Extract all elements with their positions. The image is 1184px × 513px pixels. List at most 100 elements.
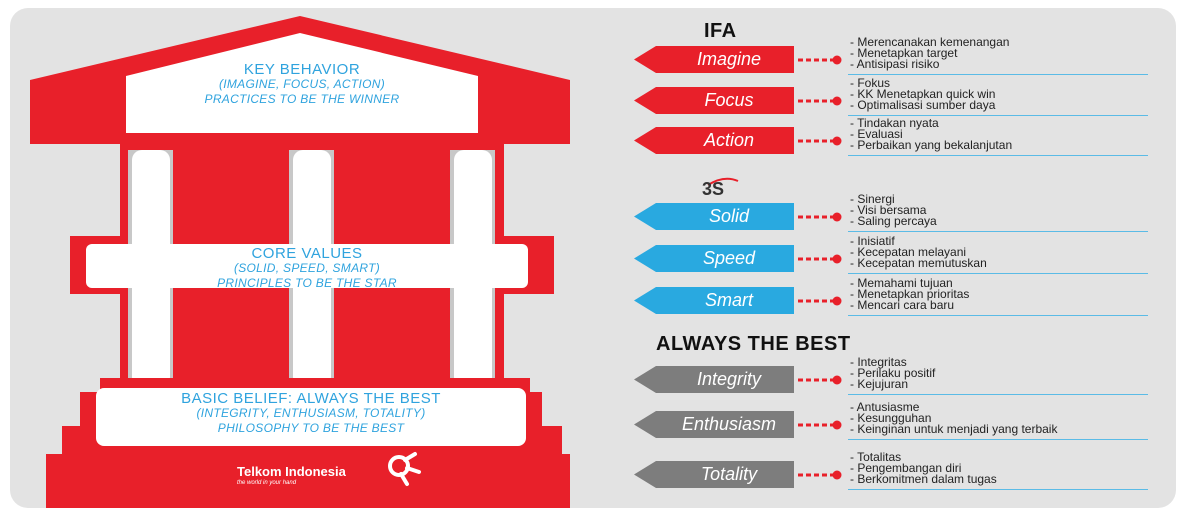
tab-arrow-action xyxy=(634,127,794,154)
description-imagine: - Merencanakan kemenangan- Menetapkan ta… xyxy=(850,35,1010,71)
connector-shape-totality xyxy=(798,470,842,479)
telkom-logo-icon xyxy=(388,452,421,486)
temple-step-4 xyxy=(46,454,570,508)
description-point: - Antusiasme xyxy=(850,400,920,414)
tab-shape-action xyxy=(634,127,794,154)
connector-dot-integrity xyxy=(832,375,842,384)
divider xyxy=(848,315,1148,316)
connector-dot-action xyxy=(832,136,842,145)
description-point: - Kecepatan memutuskan xyxy=(850,256,987,270)
connector-focus xyxy=(798,96,842,106)
description-point: - Saling percaya xyxy=(850,214,937,228)
connector-shape-smart xyxy=(798,296,842,305)
tab-arrow-enthusiasm xyxy=(634,411,794,438)
key-behavior-title: KEY BEHAVIOR xyxy=(243,61,361,78)
tab-label-totality: Totality xyxy=(700,464,758,484)
description-point: - Fokus xyxy=(850,76,891,90)
threes-logo-icon xyxy=(707,177,739,186)
connector-dot-speed xyxy=(832,254,842,263)
connector-action xyxy=(798,136,842,146)
core-values-line2: PRINCIPLES TO BE THE STAR xyxy=(217,276,397,290)
tab-shape-imagine xyxy=(634,46,794,73)
connector-imagine xyxy=(798,55,842,65)
tab-arrow-totality xyxy=(634,461,794,488)
description-point: - Merencanakan kemenangan xyxy=(850,35,1010,49)
description-point: - Sinergi xyxy=(850,192,895,206)
basic-belief-band xyxy=(96,388,526,446)
connector-dot-smart xyxy=(832,296,842,305)
description-point: - Mencari cara baru xyxy=(850,298,955,312)
connector-dot-imagine xyxy=(832,55,842,64)
tab-arrow-imagine xyxy=(634,46,794,73)
tab-arrow-focus xyxy=(634,87,794,114)
temple-pediment xyxy=(126,33,478,133)
description-point: - Integritas xyxy=(850,355,907,369)
description-point: - Tindakan nyata xyxy=(850,116,939,130)
connector-shape-focus xyxy=(798,96,842,105)
basic-belief-line2: PHILOSOPHY TO BE THE BEST xyxy=(217,421,405,435)
tab-shape-solid xyxy=(634,203,794,230)
connector-solid xyxy=(798,212,842,222)
description-focus: - Fokus- KK Menetapkan quick win- Optima… xyxy=(850,76,996,111)
tab-shape-totality xyxy=(634,461,794,488)
connector-dot-solid xyxy=(832,212,842,221)
connector-integrity xyxy=(798,375,842,385)
divider xyxy=(848,155,1148,156)
temple-diagram: KEY BEHAVIOR (IMAGINE, FOCUS, ACTION) PR… xyxy=(10,8,570,508)
tab-label-smart: Smart xyxy=(704,290,753,310)
tab-arrow-smart xyxy=(634,287,794,314)
connector-dot-focus xyxy=(832,96,842,105)
description-point: - Kesungguhan xyxy=(850,411,932,425)
connector-shape-action xyxy=(798,136,842,145)
temple-shape xyxy=(30,16,570,508)
description-point: - Evaluasi xyxy=(850,127,903,141)
description-point: - Memahami tujuan xyxy=(850,276,953,290)
atb-heading: ALWAYS THE BEST xyxy=(656,333,851,355)
description-point: - Pengembangan diri xyxy=(850,461,962,475)
brand-tagline: the world in your hand xyxy=(237,480,297,486)
tab-shape-enthusiasm xyxy=(634,411,794,438)
tab-speed: Speed xyxy=(634,245,794,272)
tab-label-focus: Focus xyxy=(704,90,754,110)
connector-totality xyxy=(798,470,842,480)
description-smart: - Memahami tujuan- Menetapkan prioritas-… xyxy=(850,276,970,312)
divider xyxy=(848,273,1148,274)
connector-dot-enthusiasm xyxy=(832,420,842,429)
brand-name: Telkom Indonesia xyxy=(237,464,346,479)
description-point: - Antisipasi risiko xyxy=(850,57,940,71)
description-point: - Kejujuran xyxy=(850,377,909,391)
tab-imagine: Imagine xyxy=(634,46,794,73)
tab-shape-speed xyxy=(634,245,794,272)
threes-logo-text: 3S xyxy=(702,179,725,199)
description-solid: - Sinergi- Visi bersama- Saling percaya xyxy=(850,192,937,228)
description-action: - Tindakan nyata- Evaluasi- Perbaikan ya… xyxy=(850,116,1012,151)
divider xyxy=(848,115,1148,116)
tab-action: Action xyxy=(634,127,794,154)
description-point: - KK Menetapkan quick win xyxy=(850,87,996,101)
threes-logo: 3S xyxy=(698,173,742,203)
key-behavior-line2: PRACTICES TO BE THE WINNER xyxy=(204,92,400,106)
connector-dot-totality xyxy=(832,470,842,479)
ifa-heading: IFA xyxy=(704,20,737,42)
key-behavior-line1: (IMAGINE, FOCUS, ACTION) xyxy=(218,77,386,91)
description-point: - Menetapkan prioritas xyxy=(850,287,970,301)
tab-arrow-solid xyxy=(634,203,794,230)
tab-integrity: Integrity xyxy=(634,366,794,393)
description-point: - Inisiatif xyxy=(850,234,895,248)
tab-enthusiasm: Enthusiasm xyxy=(634,411,794,438)
tab-label-imagine: Imagine xyxy=(696,49,762,69)
tab-totality: Totality xyxy=(634,461,794,488)
connector-shape-enthusiasm xyxy=(798,420,842,429)
description-point: - Perilaku positif xyxy=(850,366,936,380)
tab-smart: Smart xyxy=(634,287,794,314)
core-values-line1: (SOLID, SPEED, SMART) xyxy=(233,261,381,275)
description-enthusiasm: - Antusiasme- Kesungguhan- Keinginan unt… xyxy=(850,400,1057,435)
core-values-band xyxy=(86,244,528,288)
connector-shape-integrity xyxy=(798,375,842,384)
core-values-text: CORE VALUES (SOLID, SPEED, SMART) PRINCI… xyxy=(86,246,528,291)
tab-label-action: Action xyxy=(703,130,755,150)
divider xyxy=(848,231,1148,232)
connector-speed xyxy=(798,254,842,264)
tab-solid: Solid xyxy=(634,203,794,230)
divider xyxy=(848,74,1148,75)
